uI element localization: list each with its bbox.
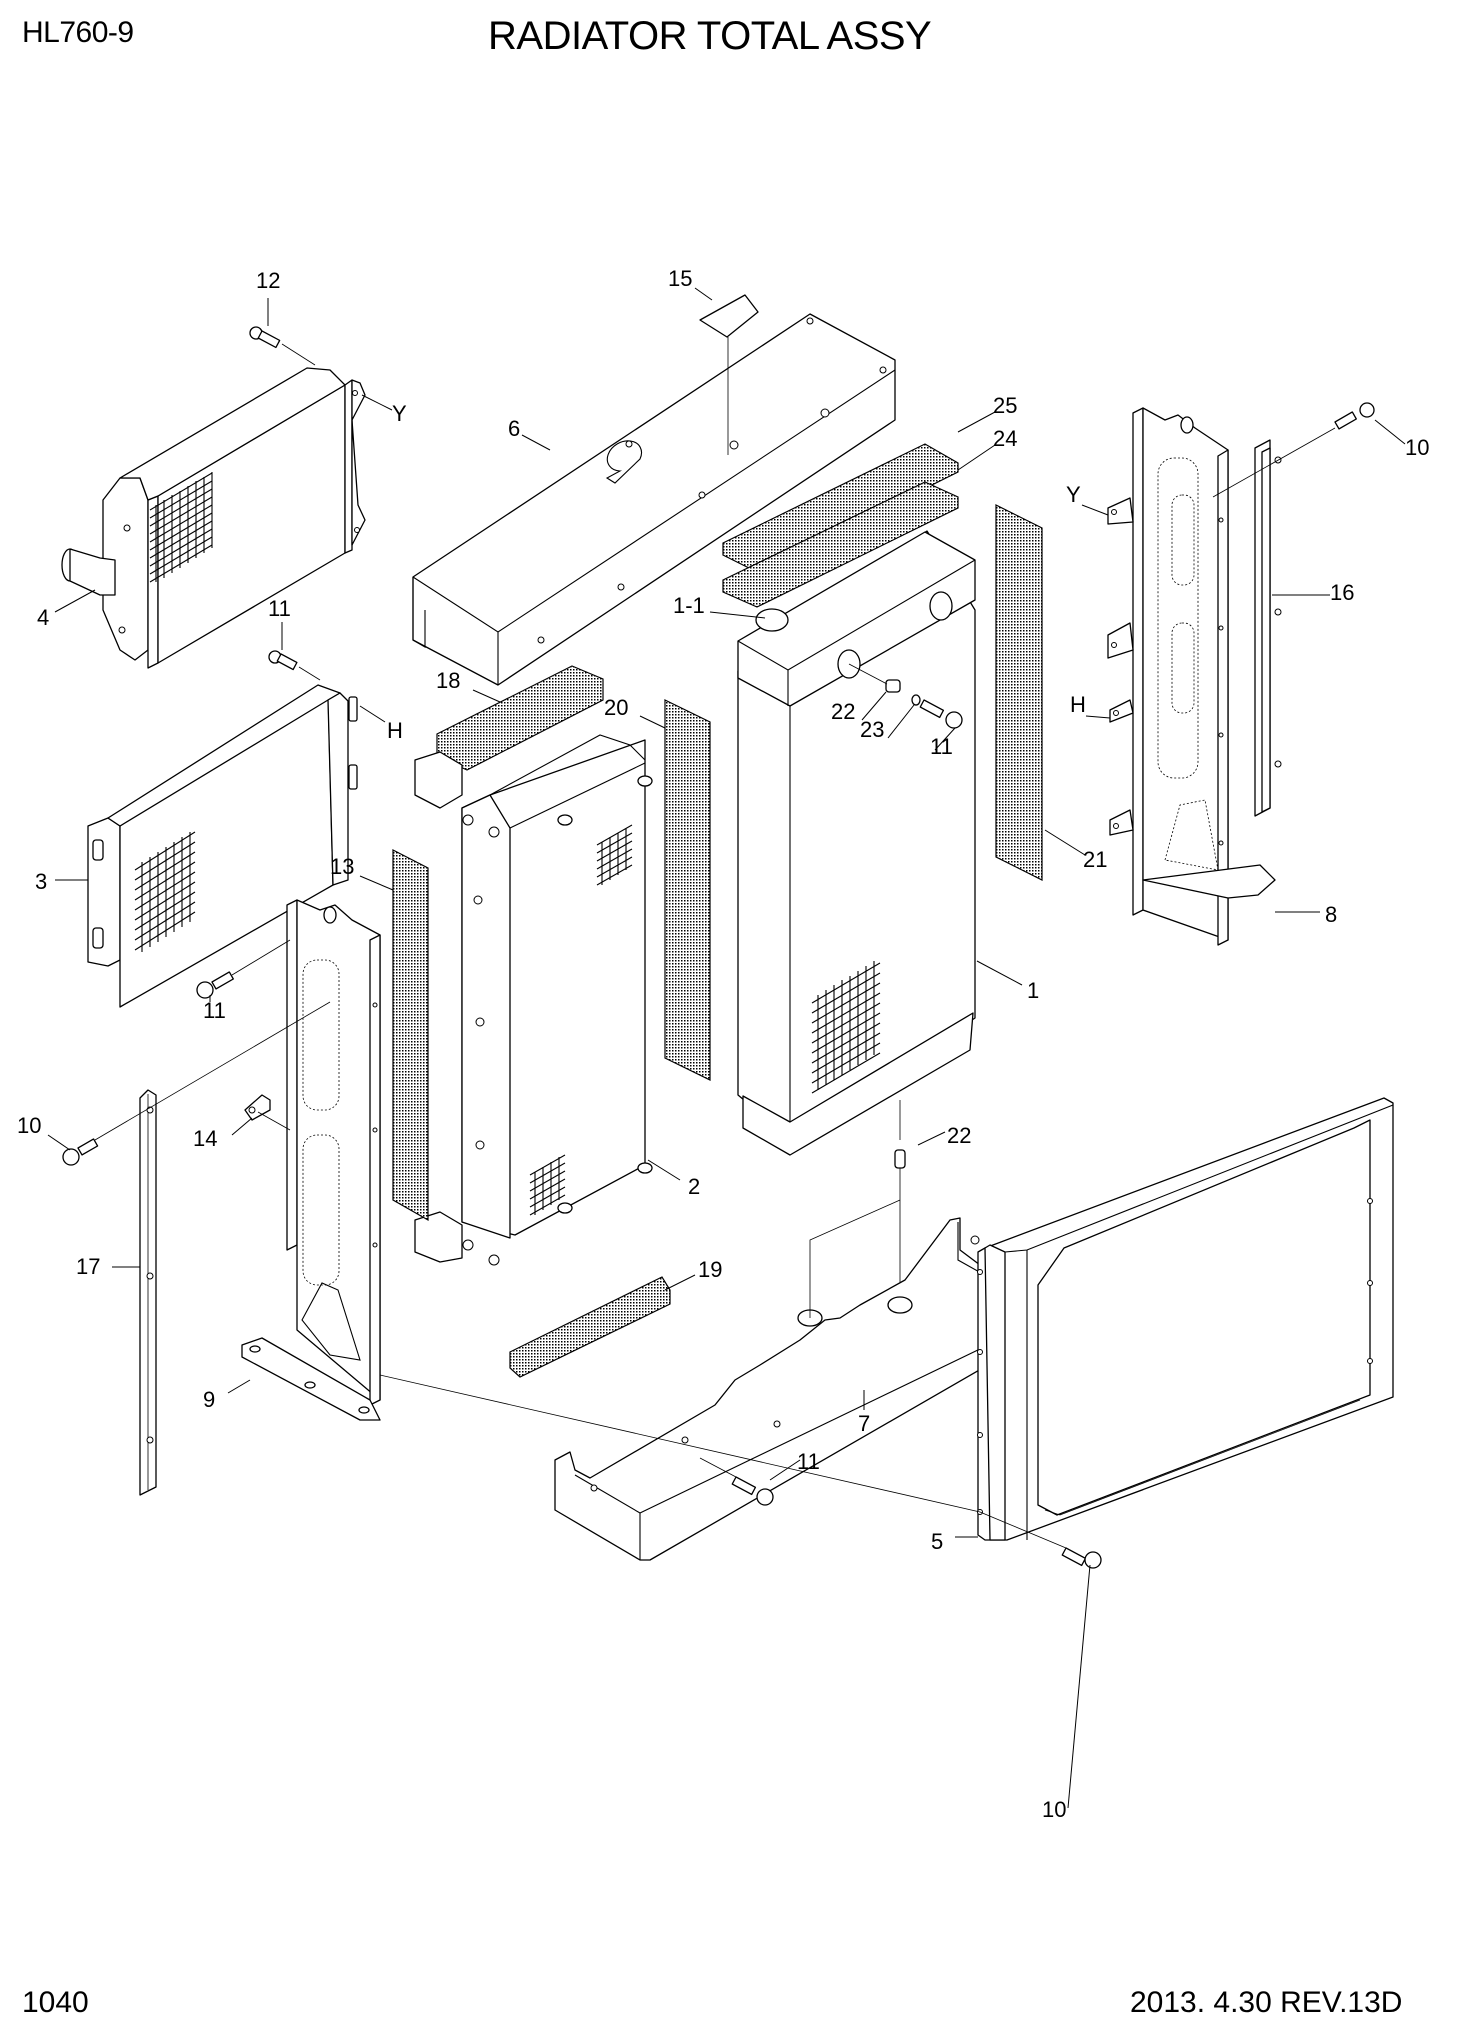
callout-10-b[interactable]: 10 xyxy=(17,1113,42,1138)
callout-17[interactable]: 17 xyxy=(76,1254,101,1279)
part-5-shroud-frame[interactable] xyxy=(977,1097,1394,1541)
part-25-seal[interactable] xyxy=(722,443,959,573)
bolt-11-upper-left[interactable] xyxy=(268,650,321,681)
callout-3[interactable]: 3 xyxy=(35,869,48,894)
part-4-intercooler[interactable] xyxy=(61,367,366,669)
callout-22-b[interactable]: 22 xyxy=(947,1123,972,1148)
part-15-label-plate[interactable] xyxy=(699,294,759,455)
callout-11-c[interactable]: 11 xyxy=(930,734,953,759)
part-2-oil-cooler[interactable] xyxy=(414,734,653,1266)
bolt-10-bottom[interactable] xyxy=(979,1511,1102,1569)
callout-16[interactable]: 16 xyxy=(1330,580,1355,605)
revision-date: 2013. 4.30 REV.13D xyxy=(1130,1986,1403,2019)
callout-11-d[interactable]: 11 xyxy=(797,1449,820,1474)
callout-10-a[interactable]: 10 xyxy=(1405,435,1430,460)
part-22-plug-lower[interactable] xyxy=(894,1149,906,1300)
callout-11-b[interactable]: 11 xyxy=(203,998,226,1023)
callout-6[interactable]: 6 xyxy=(508,416,521,441)
callout-9[interactable]: 9 xyxy=(203,1387,216,1412)
callout-1[interactable]: 1 xyxy=(1027,978,1040,1003)
part-17-strip[interactable] xyxy=(139,1089,157,1496)
callout-22-a[interactable]: 22 xyxy=(831,699,856,724)
callout-23[interactable]: 23 xyxy=(860,717,885,742)
part-3-cooler[interactable] xyxy=(87,684,358,1008)
callout-14[interactable]: 14 xyxy=(193,1126,218,1151)
callout-h-left[interactable]: H xyxy=(387,718,403,743)
page-title: RADIATOR TOTAL ASSY xyxy=(488,14,932,58)
bolt-11-lower[interactable] xyxy=(699,1457,774,1506)
callout-8[interactable]: 8 xyxy=(1325,902,1338,927)
bolt-10-top-right[interactable] xyxy=(1212,402,1375,498)
part-24-seal[interactable] xyxy=(722,481,959,608)
leader-lines xyxy=(47,287,1406,1809)
part-9-side-support-left[interactable] xyxy=(241,899,381,1421)
callout-21[interactable]: 21 xyxy=(1083,847,1108,872)
part-20-seal[interactable] xyxy=(664,699,711,1081)
callout-11-a[interactable]: 11 xyxy=(268,596,291,621)
bolt-12[interactable] xyxy=(249,326,316,366)
alignment-line xyxy=(379,1374,981,1513)
part-18-seal[interactable] xyxy=(436,665,604,771)
callout-10-c[interactable]: 10 xyxy=(1042,1797,1067,1822)
bolt-11-lower-left[interactable] xyxy=(196,939,291,999)
part-21-seal[interactable] xyxy=(995,504,1043,881)
part-22-plug[interactable] xyxy=(848,663,901,693)
part-6-upper-bracket[interactable] xyxy=(412,313,896,686)
callout-h-right[interactable]: H xyxy=(1070,692,1086,717)
callout-y-left[interactable]: Y xyxy=(392,401,407,426)
callout-20[interactable]: 20 xyxy=(604,695,629,720)
callout-24[interactable]: 24 xyxy=(993,426,1018,451)
bolt-11-radiator[interactable] xyxy=(919,699,963,729)
part-14-clip[interactable] xyxy=(244,1094,291,1131)
model-number: HL760-9 xyxy=(22,16,134,49)
part-23-washer[interactable] xyxy=(911,694,921,706)
callout-4[interactable]: 4 xyxy=(37,605,50,630)
callout-7[interactable]: 7 xyxy=(858,1411,871,1436)
callout-5[interactable]: 5 xyxy=(931,1529,944,1554)
part-13-seal[interactable] xyxy=(392,849,429,1222)
callout-18[interactable]: 18 xyxy=(436,668,461,693)
part-16-strip[interactable] xyxy=(1254,439,1282,817)
page-number: 1040 xyxy=(22,1986,89,2019)
callout-12[interactable]: 12 xyxy=(256,268,281,293)
callout-y-right[interactable]: Y xyxy=(1066,482,1081,507)
callout-25[interactable]: 25 xyxy=(993,393,1018,418)
part-1-radiator[interactable] xyxy=(737,530,976,1156)
part-8-side-support-right[interactable] xyxy=(1107,407,1276,946)
callout-19[interactable]: 19 xyxy=(698,1257,723,1282)
callout-13[interactable]: 13 xyxy=(330,854,355,879)
bolt-10-left[interactable] xyxy=(62,1001,331,1166)
part-19-seal[interactable] xyxy=(509,1276,671,1378)
part-7-lower-bracket[interactable] xyxy=(554,1199,1041,1561)
callout-1-1[interactable]: 1-1 xyxy=(673,593,705,618)
callout-15[interactable]: 15 xyxy=(668,266,693,291)
callout-2[interactable]: 2 xyxy=(688,1174,701,1199)
